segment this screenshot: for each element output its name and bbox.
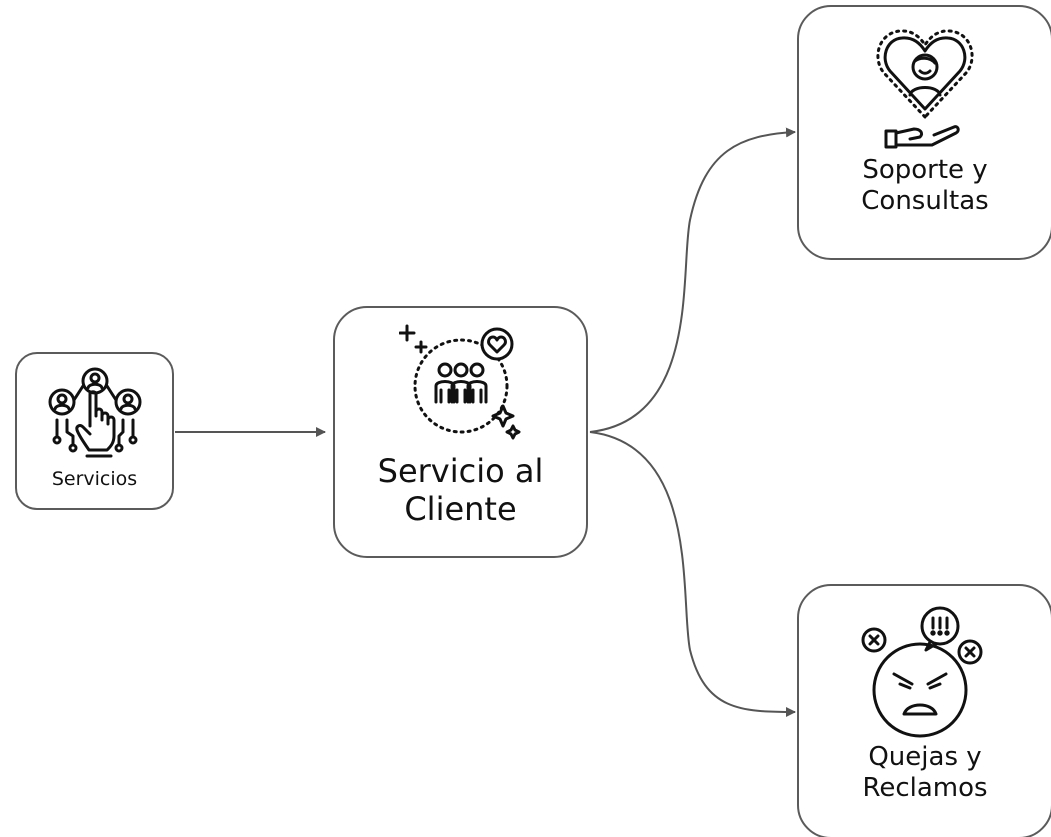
node-label: Soporte y Consultas bbox=[861, 155, 989, 217]
node-label: Quejas y Reclamos bbox=[862, 742, 988, 804]
angry-face-complaint-icon bbox=[860, 604, 990, 740]
customer-group-heart-icon bbox=[398, 320, 523, 444]
heart-hand-support-icon bbox=[870, 21, 980, 149]
node-label: Servicio al Cliente bbox=[377, 452, 544, 529]
node-label: Servicios bbox=[51, 468, 138, 490]
node-quejas-y-reclamos[interactable]: Quejas y Reclamos bbox=[797, 584, 1051, 837]
node-servicio-al-cliente[interactable]: Servicio al Cliente bbox=[333, 306, 588, 558]
edge-servicio-cliente-to-soporte bbox=[589, 127, 796, 433]
node-soporte-y-consultas[interactable]: Soporte y Consultas bbox=[797, 5, 1051, 260]
edge-servicio-cliente-to-quejas bbox=[589, 431, 796, 717]
node-servicios[interactable]: Servicios bbox=[15, 352, 174, 510]
user-network-pointer-icon bbox=[45, 364, 145, 464]
